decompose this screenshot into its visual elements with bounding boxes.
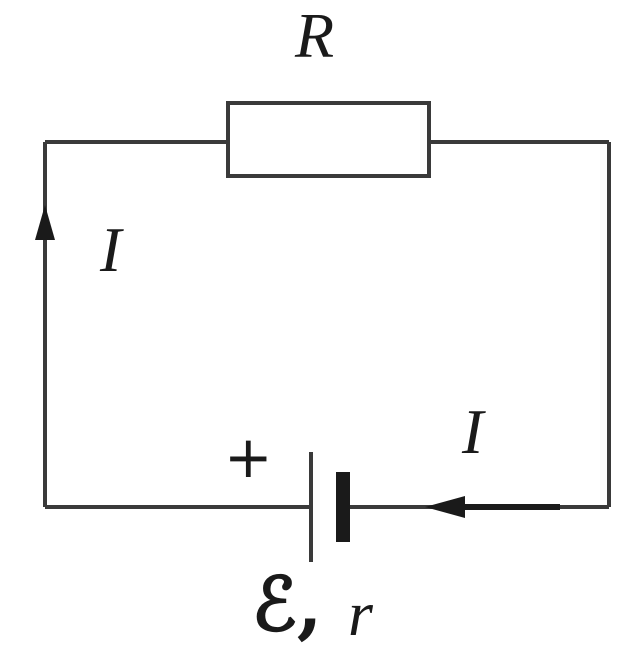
current-arrow-left xyxy=(35,205,55,240)
current-label-left: I xyxy=(100,214,122,285)
current-label-right: I xyxy=(462,396,484,467)
battery-negative-plate xyxy=(336,472,350,542)
resistor xyxy=(226,101,431,178)
battery-plus-label: + xyxy=(224,423,273,491)
internal-resistance-label: r xyxy=(348,578,373,649)
resistor-label: R xyxy=(295,0,335,71)
current-arrow-bottom xyxy=(425,496,465,518)
emf-label: ℰ, xyxy=(252,562,323,648)
